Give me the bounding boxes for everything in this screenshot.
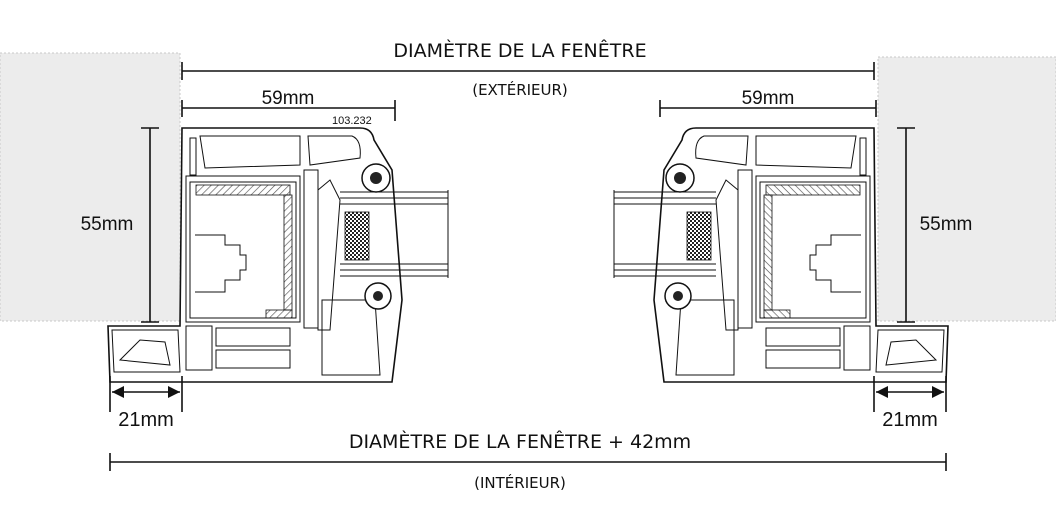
left-frame-profile <box>107 127 449 383</box>
top-title: DIAMÈTRE DE LA FENÊTRE <box>393 39 646 62</box>
top-dimension <box>181 62 875 80</box>
bottom-subtitle: (INTÉRIEUR) <box>474 473 566 492</box>
right-frame-profile <box>613 127 949 383</box>
right-width-dimension <box>659 100 877 117</box>
left-flange-dimension <box>109 376 183 412</box>
top-subtitle: (EXTÉRIEUR) <box>472 80 568 99</box>
bottom-dimension <box>109 453 947 471</box>
right-depth-label: 55mm <box>920 214 973 235</box>
right-wall <box>877 56 1056 322</box>
left-flange-label: 21mm <box>118 409 174 431</box>
left-width-dimension <box>181 100 396 121</box>
right-width-label: 59mm <box>742 88 795 109</box>
left-depth-dimension <box>141 127 159 323</box>
left-width-label: 59mm <box>262 88 315 109</box>
left-depth-label: 55mm <box>81 214 134 235</box>
part-code: 103.232 <box>332 115 372 127</box>
left-wall <box>0 52 181 322</box>
right-depth-dimension <box>897 127 915 323</box>
bottom-title: DIAMÈTRE DE LA FENÊTRE + 42mm <box>349 430 691 453</box>
right-flange-dimension <box>873 376 947 412</box>
right-flange-label: 21mm <box>882 409 938 431</box>
